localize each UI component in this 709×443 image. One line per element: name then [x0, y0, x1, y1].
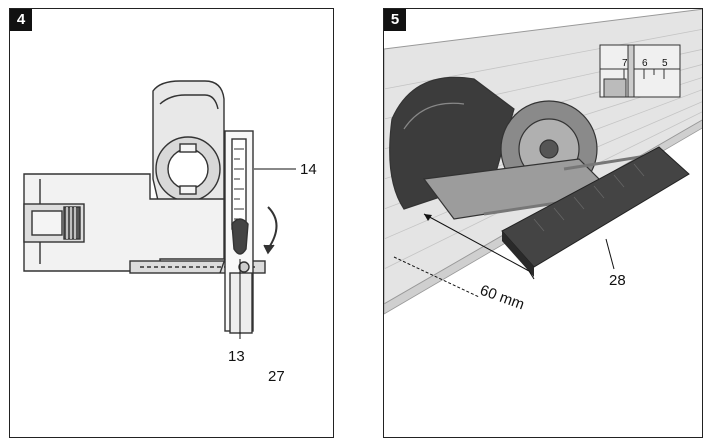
rotate-arrow-icon — [267, 206, 278, 250]
callout-13: 13 — [228, 348, 245, 365]
saw-side-view-illustration: 14 13 27 — [23, 80, 317, 385]
clamping-lever — [231, 218, 249, 255]
dimension-line — [423, 213, 530, 272]
figure-number-badge: 4 — [10, 9, 32, 31]
scale-mark-7: 7 — [622, 58, 628, 69]
saw-on-board-illustration: 7 6 5 28 60 mm — [384, 9, 702, 315]
figure-panel-4: 4 — [9, 8, 334, 438]
callout-28: 28 — [609, 272, 626, 289]
callout-27: 27 — [268, 368, 285, 385]
figure-number-badge: 5 — [384, 9, 406, 31]
figure-panel-5: 5 — [383, 8, 703, 438]
distance-label: 60 mm — [478, 282, 527, 314]
saw-body — [23, 173, 225, 272]
scale-mark-6: 6 — [642, 58, 648, 69]
callout-14: 14 — [300, 161, 317, 178]
scale-mark-5: 5 — [662, 58, 668, 69]
scale-inset — [599, 44, 681, 98]
leader-line-28 — [605, 238, 615, 270]
